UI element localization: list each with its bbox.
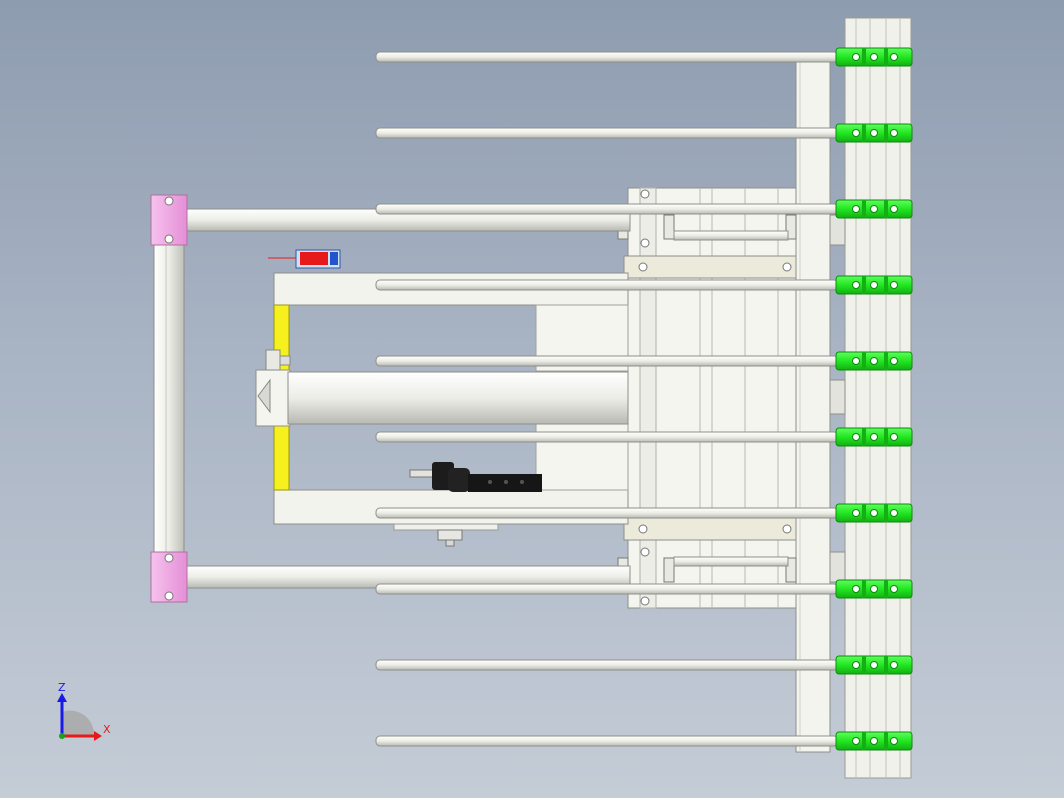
finger-clamp (835, 655, 913, 675)
finger-rod (375, 507, 839, 519)
finger-rod (375, 735, 839, 747)
finger-clamps (835, 47, 913, 751)
y-axis-icon (59, 733, 65, 739)
coordinate-triad-icon: Z X (57, 681, 111, 741)
finger-clamp (835, 123, 913, 143)
finger-clamp (835, 351, 913, 371)
finger-rod (375, 203, 839, 215)
cylinder (255, 349, 629, 427)
z-axis-label: Z (58, 681, 66, 694)
x-axis-label: X (103, 723, 111, 736)
finger-rod (375, 659, 839, 671)
vertical-profile (844, 17, 912, 779)
finger-rod (375, 431, 839, 443)
slide-block (617, 187, 797, 609)
finger-rod (375, 583, 839, 595)
finger-rods (375, 51, 839, 747)
bottom-fitting (393, 523, 499, 547)
mounting-plate (795, 61, 846, 753)
finger-rod (375, 51, 839, 63)
end-blocks (150, 194, 188, 603)
guide-rods (153, 208, 789, 589)
finger-clamp (835, 275, 913, 295)
proximity-sensor (268, 249, 341, 269)
finger-rod (375, 127, 839, 139)
vacuum-fitting (409, 462, 542, 492)
finger-clamp (835, 199, 913, 219)
finger-rod (375, 279, 839, 291)
finger-clamp (835, 47, 913, 67)
finger-clamp (835, 427, 913, 447)
finger-clamp (835, 731, 913, 751)
finger-clamp (835, 579, 913, 599)
finger-rod (375, 355, 839, 367)
finger-clamp (835, 503, 913, 523)
